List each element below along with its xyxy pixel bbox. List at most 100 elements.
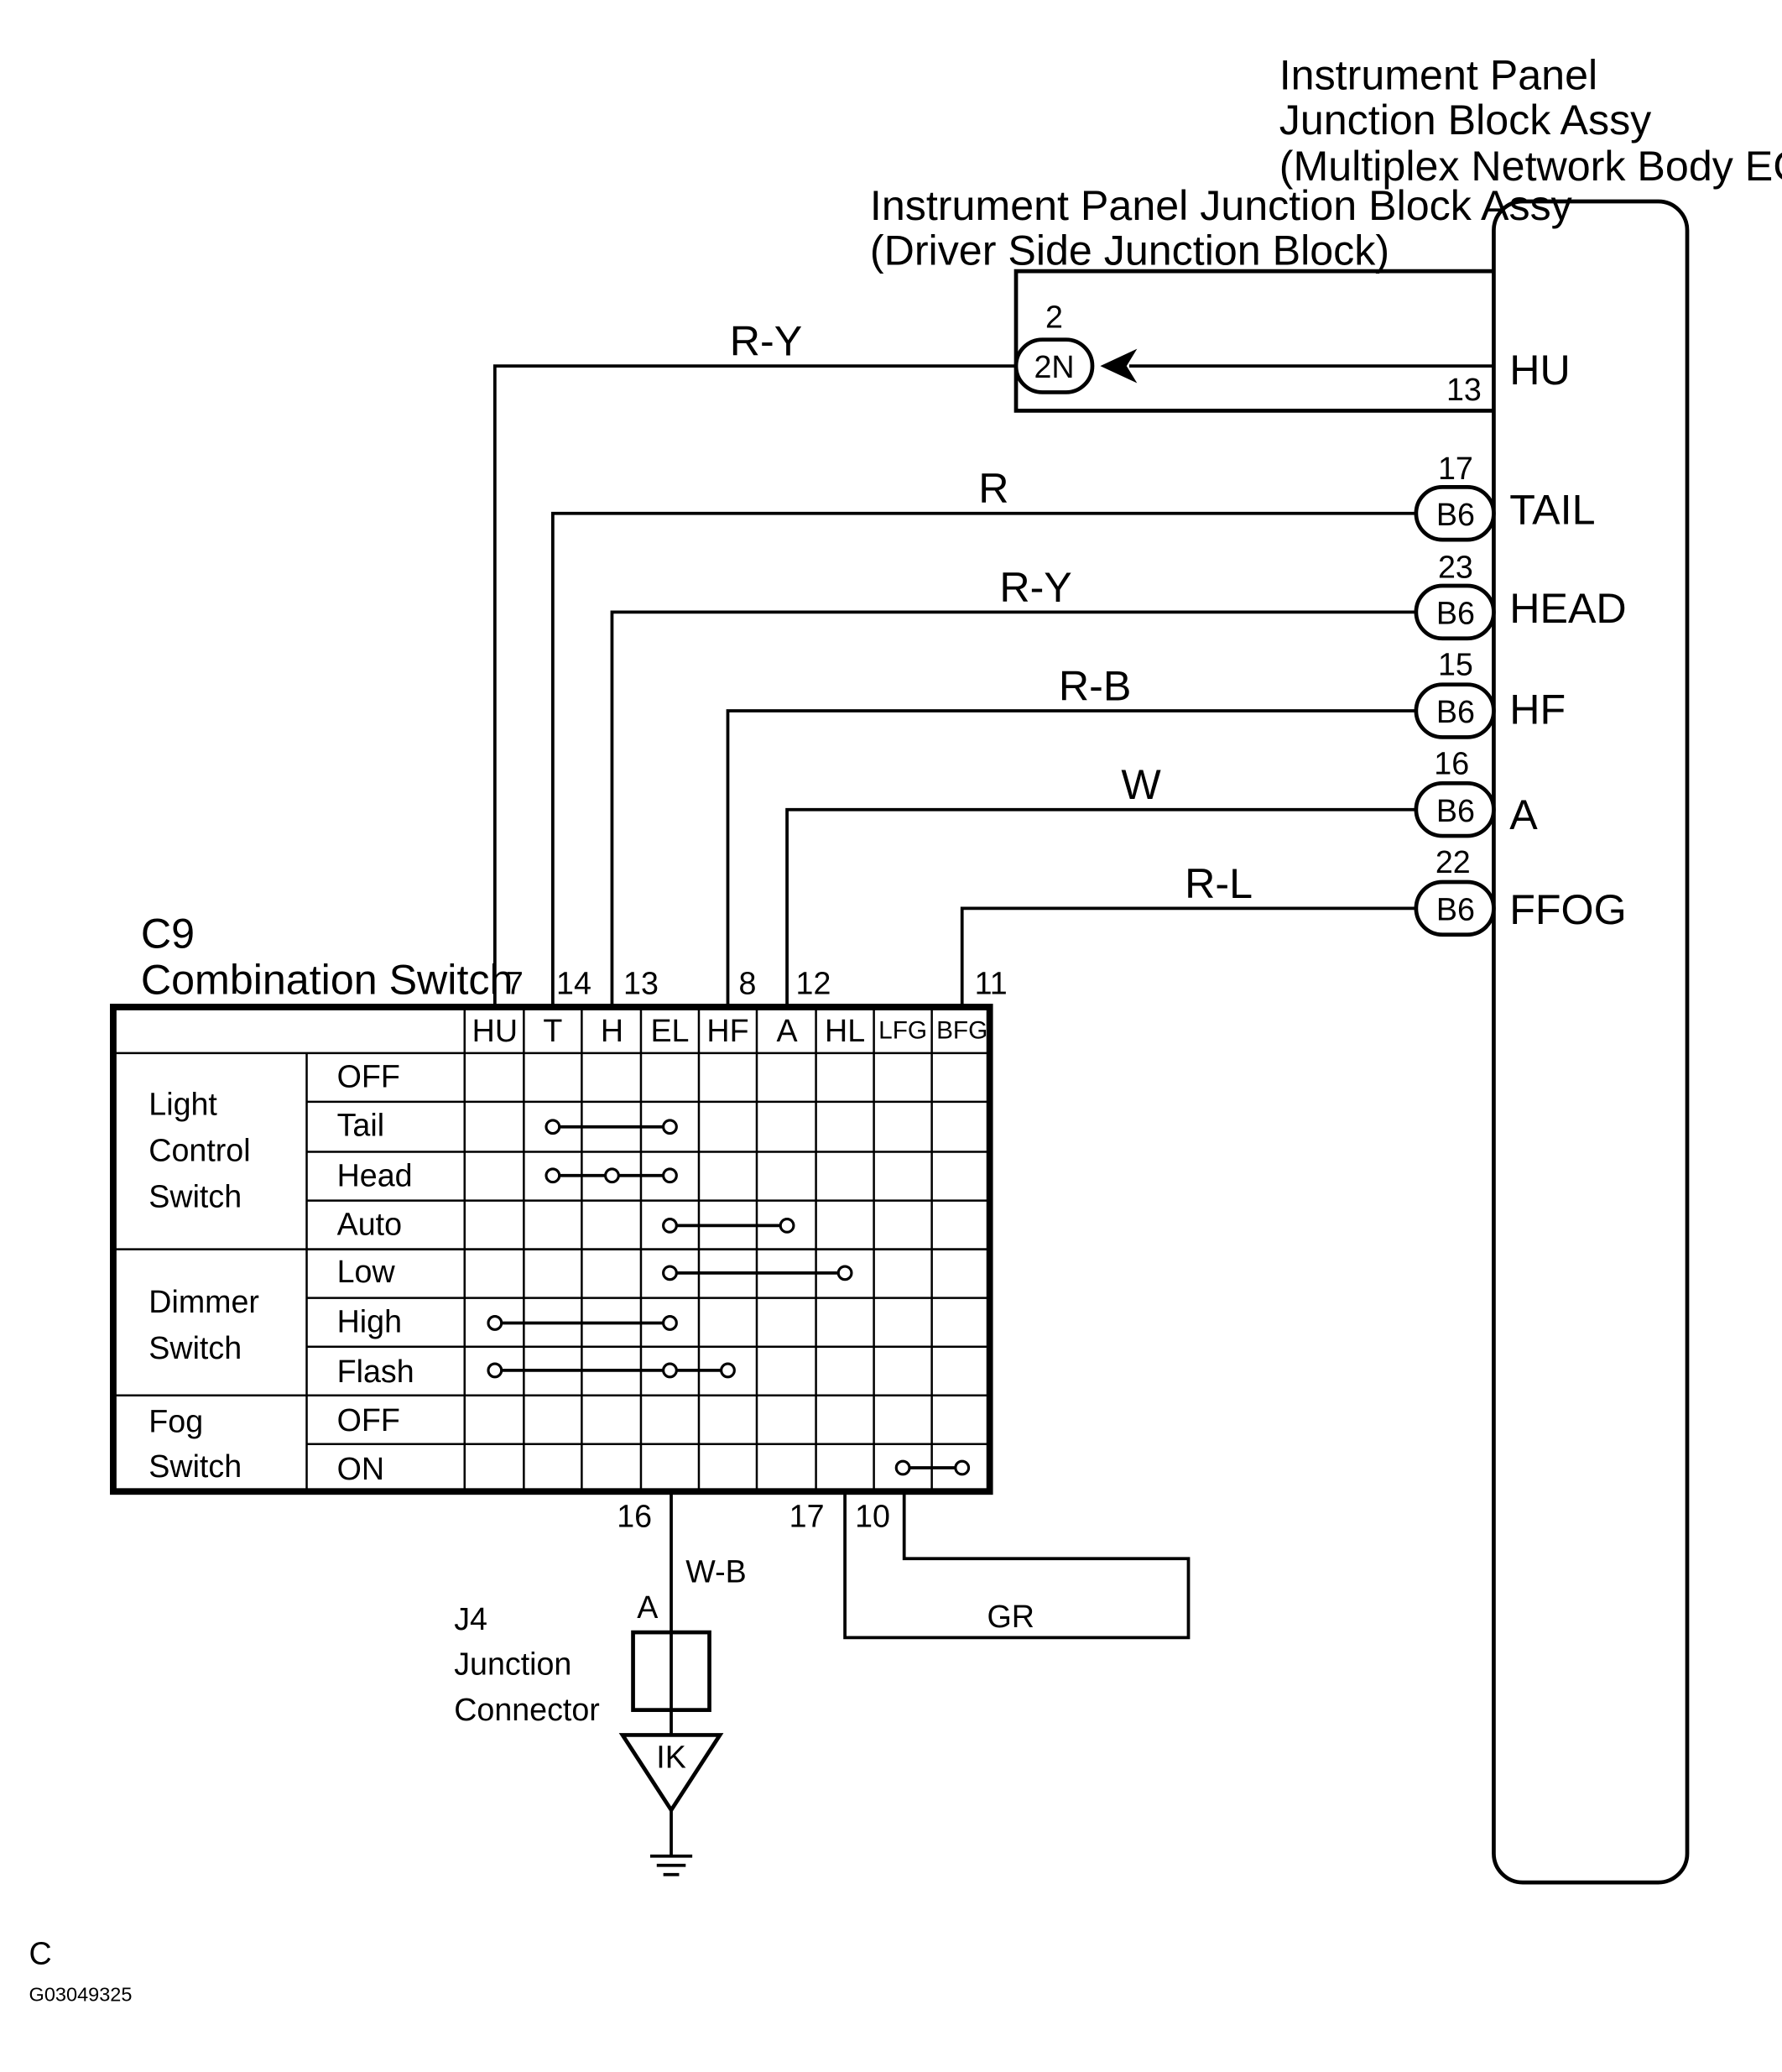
column-lines bbox=[463, 1006, 933, 1492]
switch-pin-a: 12 bbox=[796, 965, 831, 1000]
j4-title-line-1: J4 bbox=[454, 1601, 487, 1636]
figure-code: G03049325 bbox=[29, 1983, 133, 2005]
wire-tail-color: R bbox=[978, 465, 1008, 512]
wire-tail-line bbox=[550, 511, 1420, 1007]
wire-hu-line bbox=[492, 364, 1017, 1007]
col-header-h: H bbox=[601, 1013, 623, 1048]
col-header-a: A bbox=[777, 1013, 799, 1048]
j4-title-line-2: Junction bbox=[454, 1646, 571, 1681]
continuity-point bbox=[604, 1167, 620, 1184]
row-label-light-off: OFF bbox=[337, 1059, 400, 1094]
row-labels: OFF Tail Head Auto Low High Flash OFF ON bbox=[337, 1059, 414, 1486]
wire-a-color: W bbox=[1121, 761, 1161, 808]
wire-ffog-ecu-label: FFOG bbox=[1509, 886, 1626, 933]
continuity-marks bbox=[487, 1119, 971, 1476]
switch-title-line-1: C9 bbox=[141, 910, 195, 957]
ground-point-label: IK bbox=[656, 1740, 686, 1775]
row-lines bbox=[306, 1100, 990, 1446]
row-label-flash: Flash bbox=[337, 1354, 414, 1389]
group-dimmer-line-2: Switch bbox=[148, 1330, 242, 1365]
group-fog-line-1: Fog bbox=[148, 1404, 203, 1439]
driver-side-junction-block: Instrument Panel Junction Block Assy (Dr… bbox=[870, 182, 1572, 413]
wire-hf: R-B B6 15 HF bbox=[726, 647, 1566, 1007]
wire-head: R-Y B6 23 HEAD bbox=[610, 550, 1627, 1007]
connector-2n-pin: 2 bbox=[1045, 300, 1063, 335]
continuity-point bbox=[662, 1167, 678, 1184]
wire-hf-ecu-label: HF bbox=[1509, 686, 1566, 733]
continuity-point bbox=[894, 1459, 911, 1476]
continuity-point bbox=[662, 1265, 678, 1281]
continuity-point bbox=[487, 1362, 503, 1379]
ground-symbol-icon bbox=[649, 1854, 693, 1876]
switch-pin-hu: 7 bbox=[506, 965, 524, 1000]
group-fog-line-2: Switch bbox=[148, 1448, 242, 1484]
col-header-bfg: BFG bbox=[936, 1017, 987, 1045]
connector-2n-label: 2N bbox=[1034, 349, 1074, 384]
wire-tail: R B6 17 TAIL bbox=[550, 451, 1596, 1007]
col-header-hf: HF bbox=[706, 1013, 748, 1048]
col-header-lfg: LFG bbox=[878, 1017, 927, 1045]
switch-pin-10: 10 bbox=[855, 1499, 890, 1534]
continuity-point bbox=[779, 1217, 795, 1234]
wire-a-line bbox=[785, 807, 1420, 1007]
connector-b6-tail bbox=[1414, 485, 1496, 542]
row-label-tail: Tail bbox=[337, 1108, 384, 1143]
hu-ecu-label: HU bbox=[1509, 347, 1571, 394]
connector-b6-hf bbox=[1414, 682, 1496, 739]
switch-pin-ground: 16 bbox=[617, 1499, 652, 1534]
switch-pin-ffog: 11 bbox=[975, 965, 1008, 1000]
continuity-point bbox=[487, 1315, 503, 1331]
row-label-fog-off: OFF bbox=[337, 1402, 400, 1438]
row-label-fog-on: ON bbox=[337, 1451, 384, 1486]
row-label-high: High bbox=[337, 1303, 402, 1339]
footer-letter: C bbox=[29, 1935, 52, 1970]
wire-tail-pin: 17 bbox=[1438, 451, 1473, 486]
row-label-low: Low bbox=[337, 1254, 396, 1289]
connector-b6-tail-label: B6 bbox=[1436, 497, 1475, 532]
switch-pin-tail: 14 bbox=[556, 965, 591, 1000]
jb-title-line-1: Instrument Panel Junction Block Assy bbox=[870, 182, 1572, 229]
column-headers: HU T H EL HF A HL LFG BFG bbox=[472, 1013, 988, 1048]
combination-switch: C9 Combination Switch 7 14 13 8 12 11 HU… bbox=[110, 910, 1008, 1495]
wire-a-pin: 16 bbox=[1434, 745, 1469, 780]
wire-ffog-pin: 22 bbox=[1436, 844, 1471, 879]
switch-pin-17: 17 bbox=[789, 1499, 825, 1534]
continuity-point bbox=[954, 1459, 971, 1476]
wire-hu-color: R-Y bbox=[730, 318, 802, 365]
wire-gr-loop-line bbox=[843, 1491, 1191, 1640]
wire-hf-line bbox=[726, 709, 1420, 1007]
group-labels: Light Control Switch Dimmer Switch Fog S… bbox=[148, 1087, 259, 1484]
switch-pin-head: 13 bbox=[623, 965, 659, 1000]
continuity-point bbox=[662, 1119, 678, 1135]
wire-gr-color: GR bbox=[987, 1599, 1034, 1634]
wire-hf-pin: 15 bbox=[1438, 647, 1473, 682]
row-label-auto: Auto bbox=[337, 1206, 402, 1241]
wire-ffog-line bbox=[960, 906, 1420, 1007]
switch-pin-hf: 8 bbox=[739, 965, 757, 1000]
connector-b6-a bbox=[1414, 780, 1496, 838]
connector-b6-a-label: B6 bbox=[1436, 793, 1475, 828]
connector-b6-ffog bbox=[1414, 879, 1496, 937]
junction-block-outline bbox=[1013, 269, 1494, 413]
connector-b6-head bbox=[1414, 583, 1496, 641]
ecu-block: Instrument Panel Junction Block Assy (Mu… bbox=[1279, 52, 1782, 1885]
wire-hf-color: R-B bbox=[1059, 663, 1131, 710]
group-light-line-1: Light bbox=[148, 1087, 217, 1122]
ecu-body bbox=[1492, 199, 1690, 1885]
connector-b6-ffog-label: B6 bbox=[1436, 891, 1475, 926]
col-header-t: T bbox=[543, 1013, 562, 1048]
gr-loop: 17 10 GR bbox=[789, 1491, 1191, 1640]
jb-in-out-arrow-icon bbox=[1100, 348, 1138, 384]
continuity-point bbox=[544, 1167, 561, 1184]
wire-a: W B6 16 A bbox=[785, 745, 1538, 1007]
continuity-point bbox=[544, 1119, 561, 1135]
ground-circuit: 16 W-B A J4 Junction Connector IK bbox=[454, 1491, 747, 1876]
continuity-point bbox=[662, 1362, 678, 1379]
ecu-title-line-1: Instrument Panel bbox=[1279, 52, 1597, 99]
wire-head-ecu-label: HEAD bbox=[1509, 585, 1626, 632]
hu-ecu-pin: 13 bbox=[1446, 372, 1482, 407]
ecu-title-line-2: Junction Block Assy bbox=[1279, 97, 1652, 144]
wire-head-line bbox=[610, 610, 1420, 1007]
j4-pin: A bbox=[637, 1589, 659, 1625]
